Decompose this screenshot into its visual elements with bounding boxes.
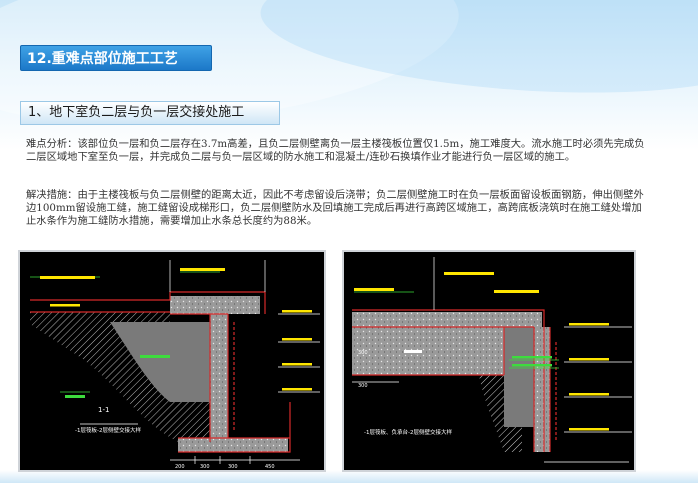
footer-background (0, 470, 698, 483)
difficulty-analysis-text: 难点分析：该部位负一层和负二层存在3.7m高差，且负二层侧壁离负一层主楼筏板位置… (26, 138, 645, 163)
drawing-1-caption: -1层筏板-2层侧壁交接大样 (75, 426, 141, 434)
cad-drawing-1-canvas: 1-1 -1层筏板-2层侧壁交接大样 200 300 300 450 (30, 260, 320, 470)
section-title: 12.重难点部位施工工艺 (20, 45, 212, 71)
drawing-1-dim-2: 300 (200, 464, 210, 470)
cad-detail-drawing-2: 300 300 -1层筏板、负承台-2层侧壁交接大样 (342, 250, 636, 472)
header-background (0, 0, 698, 150)
drawing-1-dim-3: 300 (228, 464, 238, 470)
drawing-1-dim-4: 450 (265, 464, 275, 470)
solution-measures-text: 解决措施：由于主楼筏板与负二层侧壁的距离太近，因此不考虑留设后浇带；负二层侧壁施… (26, 189, 644, 227)
drawing-1-dim-1: 200 (175, 464, 185, 470)
topic-title: 1、地下室负二层与负一层交接处施工 (20, 101, 280, 125)
cad-detail-drawing-1: 1-1 -1层筏板-2层侧壁交接大样 200 300 300 450 (18, 250, 326, 472)
drawing-2-dim-2: 300 (358, 350, 368, 356)
cad-drawing-2-canvas: 300 300 -1层筏板、负承台-2层侧壁交接大样 (352, 257, 632, 463)
drawing-2-caption: -1层筏板、负承台-2层侧壁交接大样 (364, 428, 452, 436)
drawing-1-section-mark: 1-1 (98, 406, 109, 414)
drawing-2-dim-1: 300 (358, 383, 368, 389)
